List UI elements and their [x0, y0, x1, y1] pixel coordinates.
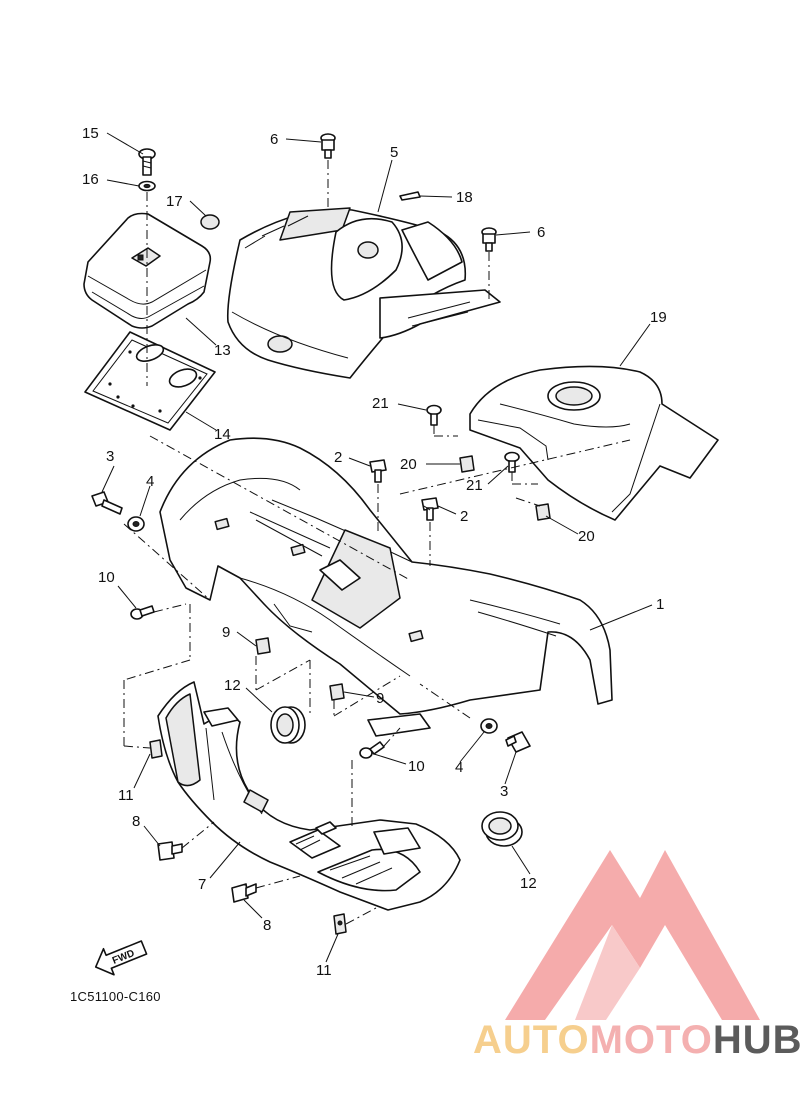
bolt-2-right	[421, 497, 439, 521]
emblem-18	[399, 191, 421, 201]
callout-12-left: 12	[224, 677, 241, 694]
forward-direction-arrow: FWD	[94, 940, 148, 976]
callout-18: 18	[456, 189, 473, 206]
leader-lines	[101, 132, 653, 963]
callout-10-left: 10	[98, 569, 115, 586]
screw-21-left	[426, 404, 442, 426]
callout-15: 15	[82, 125, 99, 142]
callout-9-left: 9	[222, 624, 230, 641]
callout-labels: 15 16 17 6 5 18 6 13 19 21 14 3 4 2 20 2…	[82, 125, 667, 979]
callout-17: 17	[166, 193, 183, 210]
bolt-8-left	[157, 841, 183, 861]
screw-21-right	[504, 451, 520, 473]
callout-14: 14	[214, 426, 231, 443]
grommet-12-left	[270, 706, 306, 744]
callout-3-lower: 3	[500, 783, 508, 800]
diagram-code: 1C51100-C160	[70, 989, 161, 1004]
callout-16: 16	[82, 171, 99, 188]
callout-6-right: 6	[537, 224, 545, 241]
watermark-hub: HUB	[712, 1018, 800, 1062]
callout-12-right: 12	[520, 875, 537, 892]
callout-20-left: 20	[400, 456, 417, 473]
callout-1: 1	[656, 596, 664, 613]
automotohub-logo-mark	[505, 850, 760, 1020]
screw-10-right	[359, 741, 385, 759]
callout-5: 5	[390, 144, 398, 161]
clip-20-left	[459, 455, 475, 473]
front-panel-5	[226, 207, 501, 379]
watermark-moto: MOTO	[589, 1018, 713, 1062]
callout-4-upper: 4	[146, 473, 154, 490]
grommet-12-right	[481, 811, 523, 847]
callout-11-lower: 11	[316, 962, 332, 979]
callout-19: 19	[650, 309, 667, 326]
callout-3-upper: 3	[106, 448, 114, 465]
screw-15	[138, 148, 156, 176]
collar-4-lower	[480, 718, 498, 734]
cap-17	[200, 214, 220, 230]
front-bumper-7	[157, 681, 461, 911]
callout-21-left: 21	[372, 395, 389, 412]
front-fender-1	[159, 437, 613, 737]
fuel-tank-cover-19	[469, 365, 719, 521]
callout-10-right: 10	[408, 758, 425, 775]
clip-9-right	[329, 683, 345, 701]
callout-2-left: 2	[334, 449, 342, 466]
assembly-lines	[123, 160, 631, 925]
callout-6-top: 6	[270, 131, 278, 148]
bolt-6-top	[320, 133, 336, 159]
automotohub-watermark: AUTOMOTOHUB	[473, 1020, 800, 1060]
callout-21-right: 21	[466, 477, 483, 494]
clip-11-lower	[333, 913, 347, 935]
callout-20-right: 20	[578, 528, 595, 545]
bolt-3-upper	[91, 491, 123, 515]
callout-11-left: 11	[118, 787, 134, 804]
bolt-6-right	[481, 227, 497, 252]
collar-4-upper	[127, 516, 145, 532]
screw-10-left	[130, 605, 155, 620]
bolt-3-lower	[505, 731, 531, 753]
watermark-auto: AUTO	[473, 1018, 590, 1062]
callout-4-lower: 4	[455, 759, 463, 776]
air-box-gasket-14	[84, 331, 216, 431]
callout-8-left: 8	[132, 813, 140, 830]
bolt-2-left	[369, 459, 387, 483]
bolt-8-lower	[231, 883, 257, 903]
clip-11-left	[149, 739, 163, 759]
callout-8-lower: 8	[263, 917, 271, 934]
callout-2-right: 2	[460, 508, 468, 525]
callout-7: 7	[198, 876, 206, 893]
washer-16	[138, 180, 156, 192]
callout-13: 13	[214, 342, 231, 359]
callout-9-right: 9	[376, 690, 384, 707]
clip-9-left	[255, 637, 271, 655]
